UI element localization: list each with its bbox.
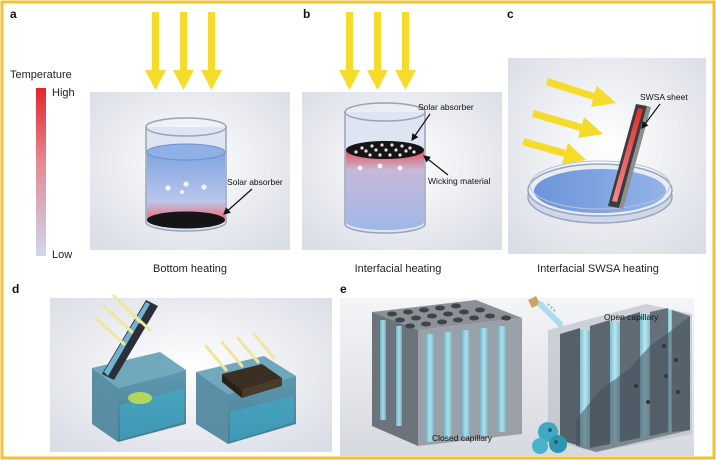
panel-letter-e: e [340, 282, 347, 296]
panel-c-background [508, 58, 706, 254]
caption-c: Interfacial SWSA heating [537, 263, 659, 275]
sunlight-arrows-d-right [204, 332, 276, 372]
solar-absorber-label-b: Solar absorber [418, 102, 474, 112]
petri-dish [527, 160, 673, 224]
solar-absorber-pointer-a [223, 188, 253, 215]
closed-capillary-block [372, 300, 522, 446]
swsa-sheet [608, 104, 651, 209]
water-droplet-cluster [532, 422, 567, 454]
sunlight-arrows-d-left [94, 294, 152, 346]
wicking-material-pointer [423, 155, 449, 176]
temperature-gradient-bar [36, 88, 46, 256]
temperature-title: Temperature [10, 69, 72, 81]
sunlight-arrows-c [522, 78, 616, 164]
caption-a: Bottom heating [153, 263, 227, 275]
swsa-sheet-pointer [641, 103, 661, 129]
swsa-sheet-label: SWSA sheet [640, 92, 688, 102]
solar-absorber-pointer-b [411, 113, 431, 141]
solar-absorber-label-a: Solar absorber [227, 177, 283, 187]
panel-letter-c: c [507, 7, 514, 21]
temperature-low-label: Low [52, 249, 72, 261]
sunlight-arrows-a [145, 12, 222, 90]
panel-letter-d: d [12, 282, 19, 296]
beaker-a [145, 117, 227, 232]
temperature-high-label: High [52, 87, 75, 99]
panel-d: d [12, 282, 332, 452]
wicking-material-label: Wicking material [428, 176, 490, 186]
solar-still-box-right [196, 356, 296, 444]
solar-still-box-left [92, 300, 186, 442]
open-capillary-block [548, 304, 692, 452]
sunlight-arrows-b [339, 12, 416, 90]
panel-e: e [340, 282, 694, 456]
panel-letter-a: a [10, 7, 17, 21]
closed-capillary-label: Closed capillary [432, 433, 493, 443]
panel-a: a Temperature High Low Solar absorber [10, 7, 290, 275]
beaker-b [344, 102, 426, 234]
panel-letter-b: b [303, 7, 310, 21]
panel-b: b Solar absorber Wick [302, 7, 502, 275]
caption-b: Interfacial heating [355, 263, 442, 275]
bottom-solar-absorber [147, 211, 225, 229]
open-capillary-label: Open capillary [604, 312, 659, 322]
water-droplet-source [528, 296, 563, 327]
panel-c: c SWSA sheet Interfacial SWSA heating [507, 7, 706, 275]
